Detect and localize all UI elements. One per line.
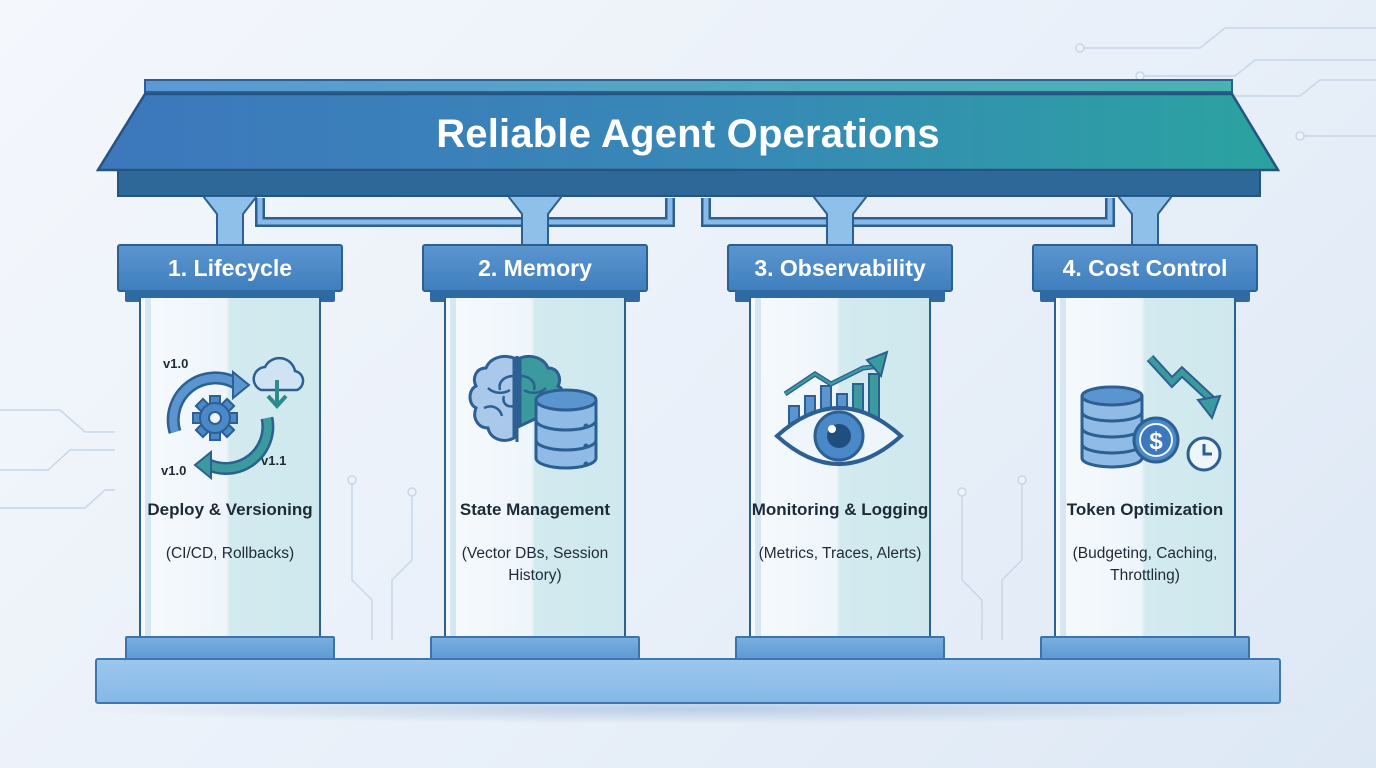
column-header-label: 1. Lifecycle — [167, 255, 293, 281]
column-shaft — [444, 298, 626, 638]
column-header: 1. Lifecycle — [117, 244, 343, 292]
diagram-title: Reliable Agent Operations — [436, 112, 940, 156]
pillar-title: Token Optimization — [1066, 500, 1224, 519]
pillar-title: Monitoring & Logging — [751, 500, 929, 519]
foundation-platform — [95, 658, 1281, 704]
pillar-lifecycle: 1. Lifecycle v1.0 v1.0 v1.1 De — [117, 196, 345, 661]
pillar-neck — [813, 196, 867, 246]
version-label: v1.0 — [163, 356, 188, 371]
column-header-label: 4. Cost Control — [1062, 255, 1228, 281]
column-shaft — [749, 298, 931, 638]
column-base — [125, 636, 335, 660]
pillar-title: State Management — [459, 500, 611, 519]
column-header: 3. Observability — [727, 244, 953, 292]
pillar-subtitle: (Metrics, Traces, Alerts) — [758, 545, 922, 562]
eye-chart-icon — [774, 350, 904, 466]
pillar-subtitle: (Budgeting, Caching, Throttling) — [1072, 545, 1218, 584]
pillar-subtitle: (CI/CD, Rollbacks) — [165, 545, 295, 562]
gear-cycle-cloud-icon: v1.0 v1.0 v1.1 — [161, 356, 305, 481]
column-base — [735, 636, 945, 660]
pillar-neck — [1118, 196, 1172, 246]
svg-text:$: $ — [1149, 428, 1163, 455]
pillar-cost-control: 4. Cost Control $ Token Optimization (Bu… — [1032, 196, 1260, 661]
pillar-title: Deploy & Versioning — [147, 500, 313, 519]
column-base — [430, 636, 640, 660]
roof-pediment — [95, 79, 1281, 227]
pillar-memory: 2. Memory State Management (Vector DBs, … — [422, 196, 650, 661]
column-header-label: 2. Memory — [478, 255, 592, 281]
pillar-neck — [203, 196, 257, 246]
column-header: 4. Cost Control — [1032, 244, 1258, 292]
column-base — [1040, 636, 1250, 660]
pillar-subtitle: (Vector DBs, Session History) — [461, 545, 609, 584]
column-header-label: 3. Observability — [754, 255, 926, 281]
column-header: 2. Memory — [422, 244, 648, 292]
brain-database-icon — [468, 354, 598, 470]
version-label: v1.0 — [161, 463, 186, 478]
pillar-neck — [508, 196, 562, 246]
coins-dollar-clock-icon: $ — [1080, 354, 1222, 472]
version-label: v1.1 — [261, 453, 286, 468]
pillar-observability: 3. Observability Monitoring & Logging (M… — [727, 196, 955, 661]
